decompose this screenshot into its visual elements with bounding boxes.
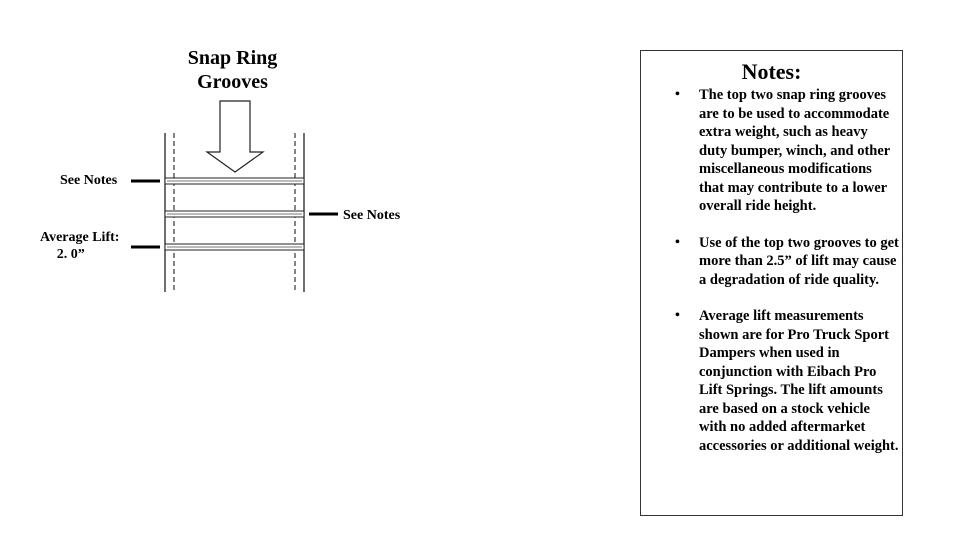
title-line-1: Snap Ring <box>187 47 278 69</box>
see-notes-label-left: See Notes <box>60 173 118 188</box>
average-lift-label: Average Lift: 2. 0” <box>40 229 119 263</box>
diagram-title: Snap Ring Grooves <box>150 46 315 94</box>
notes-box: Notes: • The top two snap ring grooves a… <box>640 50 903 516</box>
note-text: Average lift measurements shown are for … <box>699 308 899 454</box>
notes-title: Notes: <box>741 59 802 84</box>
down-arrow-icon <box>205 100 265 173</box>
average-lift-caption: Average Lift: <box>40 230 120 245</box>
bullet-icon: • <box>675 234 680 250</box>
groove-2 <box>164 210 305 218</box>
notes-list: • The top two snap ring grooves are to b… <box>641 86 899 455</box>
average-lift-value: 2. 0” <box>56 247 85 262</box>
bullet-icon: • <box>675 87 680 102</box>
note-text: Use of the top two grooves to get more t… <box>699 234 899 288</box>
note-item: • Use of the top two grooves to get more… <box>641 234 899 290</box>
note-item: • The top two snap ring grooves are to b… <box>641 86 899 216</box>
see-notes-label-right: See Notes <box>343 208 401 223</box>
title-line-2: Grooves <box>197 71 268 93</box>
note-item: • Average lift measurements shown are fo… <box>641 307 899 455</box>
note-text: The top two snap ring grooves are to be … <box>699 87 890 214</box>
groove-1 <box>164 177 305 185</box>
bullet-icon: • <box>675 308 680 323</box>
groove-3 <box>164 243 305 251</box>
